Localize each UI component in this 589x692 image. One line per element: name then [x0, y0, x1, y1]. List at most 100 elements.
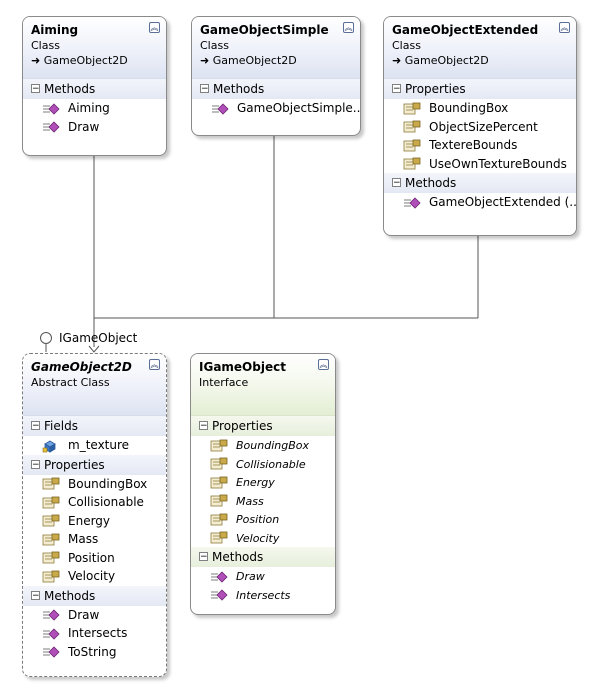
collapse-button[interactable]: ︽: [559, 22, 570, 33]
member-property[interactable]: Velocity: [191, 529, 335, 548]
collapse-button[interactable]: ︽: [343, 22, 354, 33]
member-method[interactable]: Aiming: [23, 99, 166, 118]
section-title: Properties: [44, 457, 105, 472]
section-header-fields[interactable]: −Fields: [23, 416, 166, 436]
section-toggle-icon[interactable]: −: [31, 459, 40, 470]
section-title: Methods: [405, 176, 457, 190]
property-icon: [42, 477, 60, 490]
property-icon: [42, 570, 60, 582]
section-toggle-icon[interactable]: −: [200, 84, 209, 94]
member-method[interactable]: ToString: [23, 643, 166, 662]
member-method[interactable]: Draw: [23, 118, 166, 137]
member-method[interactable]: Intersects: [191, 586, 335, 605]
method-icon: [404, 196, 421, 209]
property-icon: [210, 439, 228, 451]
member-method[interactable]: Draw: [191, 567, 335, 586]
member-property[interactable]: Position: [23, 549, 166, 568]
section-title: Methods: [213, 82, 265, 96]
method-icon: [211, 570, 228, 583]
interface-lollipop: [40, 332, 52, 344]
class-name: GameObjectSimple: [200, 23, 329, 37]
member-property[interactable]: Mass: [23, 530, 166, 549]
member-method[interactable]: Intersects: [23, 624, 166, 643]
section-header-methods[interactable]: −Methods: [384, 173, 576, 193]
section-toggle-icon[interactable]: −: [31, 84, 40, 94]
method-icon: [211, 589, 228, 601]
member-property[interactable]: ObjectSizePercent: [384, 118, 576, 137]
class-game-object-extended[interactable]: GameObjectExtended Class ➜ GameObject2D …: [383, 16, 577, 236]
property-icon: [210, 457, 228, 470]
interface-i-game-object[interactable]: IGameObject Interface ︽ −Properties Boun…: [190, 353, 336, 615]
member-property[interactable]: Energy: [191, 473, 335, 492]
property-icon: [403, 157, 421, 170]
class-kind: Class: [31, 39, 60, 52]
member-property[interactable]: Collisionable: [191, 455, 335, 474]
collapse-button[interactable]: ︽: [149, 22, 160, 33]
section-toggle-icon[interactable]: −: [199, 421, 208, 431]
method-icon: [43, 102, 60, 115]
method-icon: [43, 609, 60, 621]
class-base: ➜ GameObject2D: [392, 53, 576, 69]
member-property[interactable]: Velocity: [23, 567, 166, 586]
inherits-arrow-icon: ➜: [31, 54, 44, 67]
method-icon: [43, 627, 60, 640]
member-property[interactable]: Position: [191, 510, 335, 529]
property-icon: [210, 476, 228, 488]
member-property[interactable]: BoundingBox: [23, 475, 166, 494]
class-game-object-2d[interactable]: GameObject2D Abstract Class ︽ −Fields m_…: [22, 353, 167, 677]
class-kind: Class: [392, 39, 421, 52]
member-property[interactable]: Collisionable: [23, 493, 166, 512]
section-toggle-icon[interactable]: −: [392, 178, 401, 188]
member-property[interactable]: Mass: [191, 492, 335, 511]
class-header: GameObjectSimple Class ➜ GameObject2D ︽: [192, 17, 360, 79]
section-header-properties[interactable]: −Properties: [23, 454, 166, 475]
class-header: GameObjectExtended Class ➜ GameObject2D …: [384, 17, 576, 79]
class-base-name: GameObject2D: [212, 54, 297, 67]
property-icon: [403, 120, 421, 133]
section-toggle-icon[interactable]: −: [31, 590, 40, 601]
class-name: Aiming: [31, 23, 79, 37]
property-icon: [42, 551, 60, 564]
section-toggle-icon[interactable]: −: [31, 421, 40, 431]
class-base-name: GameObject2D: [43, 54, 128, 67]
property-icon: [210, 531, 228, 544]
class-aiming[interactable]: Aiming Class ➜ GameObject2D ︽ −Methods A…: [22, 16, 167, 156]
member-property[interactable]: BoundingBox: [384, 99, 576, 118]
section-header-methods[interactable]: −Methods: [192, 79, 360, 99]
section-title: Properties: [212, 419, 273, 433]
member-method[interactable]: GameObjectExtended (...: [384, 193, 576, 212]
section-header-methods[interactable]: −Methods: [23, 585, 166, 606]
method-icon: [43, 646, 60, 658]
member-method[interactable]: GameObjectSimple...: [192, 99, 360, 118]
section-header-properties[interactable]: −Properties: [384, 79, 576, 99]
property-icon: [403, 102, 421, 114]
property-icon: [42, 514, 60, 527]
section-header-properties[interactable]: −Properties: [191, 416, 335, 436]
class-kind: Interface: [199, 376, 249, 389]
inheritance-arrowhead: [88, 345, 100, 353]
member-property[interactable]: Energy: [23, 512, 166, 531]
member-property[interactable]: BoundingBox: [191, 436, 335, 455]
member-property[interactable]: TextereBounds: [384, 136, 576, 155]
collapse-button[interactable]: ︽: [318, 359, 329, 370]
class-game-object-simple[interactable]: GameObjectSimple Class ➜ GameObject2D ︽ …: [191, 16, 361, 136]
class-header: IGameObject Interface ︽: [191, 354, 335, 416]
section-toggle-icon[interactable]: −: [199, 552, 208, 562]
inherits-arrow-icon: ➜: [392, 54, 405, 67]
inherits-arrow-icon: ➜: [200, 54, 213, 67]
class-name: GameObjectExtended: [392, 23, 539, 37]
section-toggle-icon[interactable]: −: [392, 84, 401, 94]
class-base-name: GameObject2D: [404, 54, 489, 67]
property-icon: [210, 494, 228, 507]
section-header-methods[interactable]: −Methods: [191, 547, 335, 567]
collapse-button[interactable]: ︽: [149, 359, 160, 370]
member-property[interactable]: UseOwnTextureBounds: [384, 155, 576, 174]
class-name: GameObject2D: [31, 360, 132, 374]
section-title: Properties: [405, 82, 466, 96]
section-title: Methods: [212, 550, 264, 564]
member-method[interactable]: Draw: [23, 606, 166, 625]
member-field[interactable]: m_texture: [23, 436, 166, 455]
section-header-methods[interactable]: −Methods: [23, 79, 166, 99]
class-name: IGameObject: [199, 360, 286, 374]
section-title: Methods: [44, 82, 96, 96]
